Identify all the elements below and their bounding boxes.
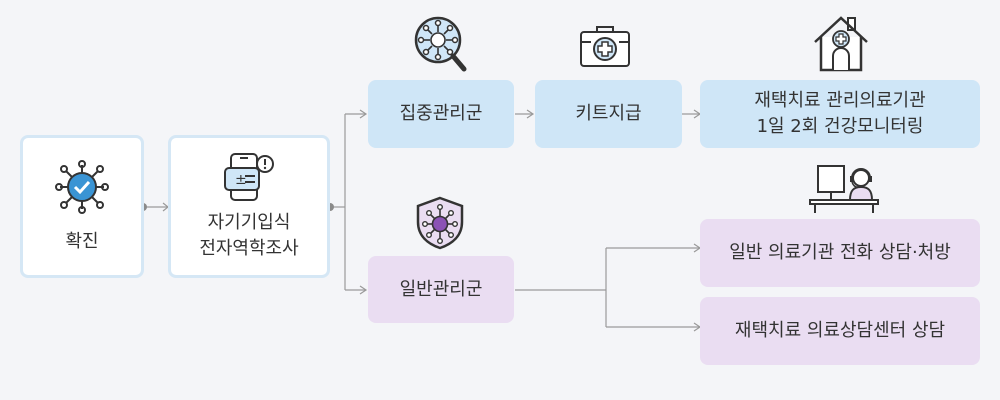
home-hospital-icon <box>814 16 868 72</box>
phone-consultant-icon <box>809 165 879 213</box>
node-home-care-label-1: 재택치료 관리의료기관 <box>754 90 926 111</box>
node-home-care-label-2: 1일 2회 건강모니터링 <box>756 116 924 137</box>
node-home-care: 재택치료 관리의료기관 1일 2회 건강모니터링 <box>700 80 980 148</box>
medical-kit-icon <box>580 26 630 67</box>
arrowhead <box>526 109 535 119</box>
node-intensive-group-label: 집중관리군 <box>399 103 483 124</box>
node-confirmed-label: 확진 <box>65 230 99 252</box>
node-confirmed: 확진 <box>20 135 144 278</box>
virus-check-icon <box>55 159 109 214</box>
node-kit-supply-label: 키트지급 <box>575 103 642 124</box>
node-general-group-label: 일반관리군 <box>399 278 483 300</box>
arrowhead <box>359 285 368 295</box>
node-kit-supply: 키트지급 <box>535 80 682 148</box>
magnifier-virus-icon <box>414 16 467 72</box>
node-general-group: 일반관리군 <box>368 256 514 323</box>
arrowhead <box>359 109 368 119</box>
node-intensive-group: 집중관리군 <box>368 80 514 148</box>
node-clinic-phone: 일반 의료기관 전화 상담·처방 <box>700 219 980 287</box>
node-consult-center-label: 재택치료 의료상담센터 상담 <box>734 320 946 341</box>
node-clinic-phone-label: 일반 의료기관 전화 상담·처방 <box>729 242 951 263</box>
node-self-report-label-2: 전자역학조사 <box>199 237 299 259</box>
node-self-report-label-1: 자기기입식 <box>207 211 291 233</box>
node-consult-center: 재택치료 의료상담센터 상담 <box>700 297 980 365</box>
phone-checklist-icon: ± <box>224 152 274 201</box>
node-self-report: ± 자기기입식 전자역학조사 <box>168 135 330 278</box>
svg-text:±: ± <box>235 172 247 188</box>
shield-virus-icon <box>416 196 464 250</box>
